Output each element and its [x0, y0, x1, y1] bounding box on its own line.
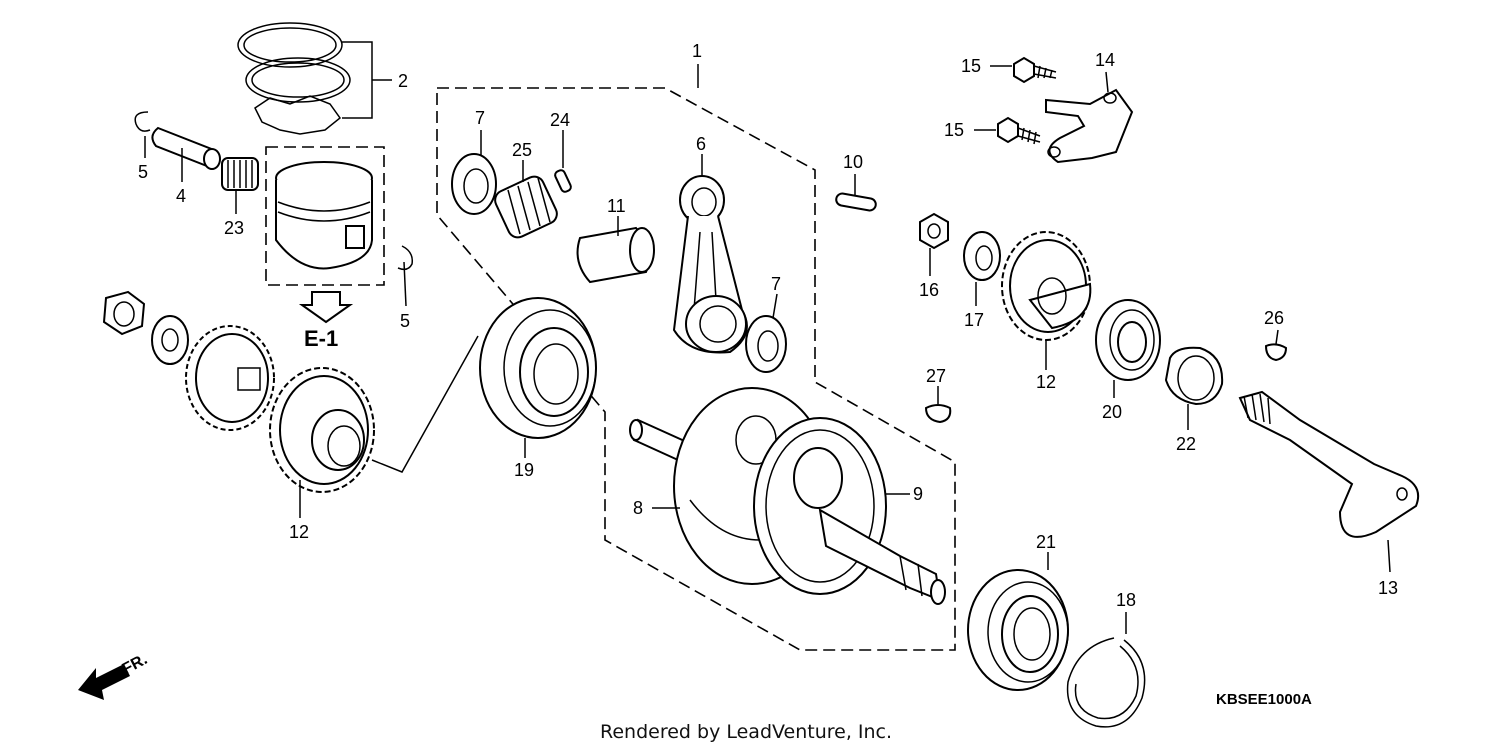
reference-e1-label: E-1 — [304, 326, 338, 351]
bolt-lower — [997, 116, 1041, 145]
label-25: 25 — [512, 140, 532, 160]
primary-gear-12-right — [1001, 231, 1092, 341]
piston — [265, 146, 385, 324]
label-4: 4 — [176, 186, 186, 206]
front-direction-arrow: FR. — [78, 651, 150, 700]
needle-bearing-22 — [1164, 346, 1224, 406]
label-9: 9 — [913, 484, 923, 504]
label-2: 2 — [398, 71, 408, 91]
nut-16 — [919, 212, 949, 250]
label-12-right: 12 — [1036, 372, 1056, 392]
thrust-washer-right — [745, 315, 787, 373]
label-18: 18 — [1116, 590, 1136, 610]
piston-pin-clip-right — [397, 245, 414, 271]
main-bearing-21 — [967, 569, 1069, 691]
label-16: 16 — [919, 280, 939, 300]
big-end-bearing — [494, 175, 558, 239]
crank-shaft-right — [818, 508, 946, 605]
label-22: 22 — [1176, 434, 1196, 454]
label-26: 26 — [1264, 308, 1284, 328]
label-8: 8 — [633, 498, 643, 518]
label-7-left: 7 — [475, 108, 485, 128]
primary-drive-gear — [185, 325, 275, 431]
washer-17 — [963, 231, 1001, 281]
bracket — [1045, 88, 1134, 164]
label-1: 1 — [692, 41, 702, 61]
label-10: 10 — [843, 152, 863, 172]
label-21: 21 — [1036, 532, 1056, 552]
piston-pin-clip-left — [134, 111, 151, 132]
bolt-upper — [1013, 56, 1057, 84]
label-27: 27 — [926, 366, 946, 386]
arrow-left-icon — [78, 664, 130, 700]
washer-left — [151, 315, 189, 365]
bearing-20 — [1095, 299, 1161, 381]
crank-key-24 — [554, 169, 572, 193]
part-labels: 1 2 4 5 5 6 7 7 8 9 10 11 12 12 13 14 15… — [138, 41, 1398, 610]
label-11: 11 — [607, 196, 626, 216]
main-bearing-19 — [371, 297, 597, 473]
small-end-bearing — [221, 157, 259, 191]
label-19: 19 — [514, 460, 534, 480]
kick-shaft — [1238, 390, 1420, 538]
connecting-rod — [672, 175, 748, 354]
primary-gear-12-left — [269, 367, 375, 493]
circlip-18 — [1066, 637, 1146, 728]
key-26 — [1264, 343, 1288, 362]
label-14: 14 — [1095, 50, 1115, 70]
label-23: 23 — [224, 218, 244, 238]
piston-pin — [151, 126, 221, 170]
label-15-lower: 15 — [944, 120, 964, 140]
label-15-upper: 15 — [961, 56, 981, 76]
flywheel-right — [753, 417, 887, 595]
label-7-right: 7 — [771, 274, 781, 294]
label-24: 24 — [550, 110, 570, 130]
crank-pin — [576, 226, 655, 284]
label-12-left: 12 — [289, 522, 309, 542]
key-27 — [924, 404, 952, 424]
label-5-right: 5 — [400, 311, 410, 331]
label-20: 20 — [1102, 402, 1122, 422]
label-13: 13 — [1378, 578, 1398, 598]
drawing-code: KBSEE1000A — [1216, 691, 1312, 708]
label-6: 6 — [696, 134, 706, 154]
label-5-left: 5 — [138, 162, 148, 182]
label-17: 17 — [964, 310, 984, 330]
drive-nut — [102, 290, 146, 336]
leader-lines — [144, 64, 1391, 634]
credit-text: Rendered by LeadVenture, Inc. — [600, 721, 892, 743]
woodruff-key-10 — [835, 192, 877, 212]
thrust-washer-left — [451, 153, 497, 215]
piston-rings — [237, 22, 392, 135]
